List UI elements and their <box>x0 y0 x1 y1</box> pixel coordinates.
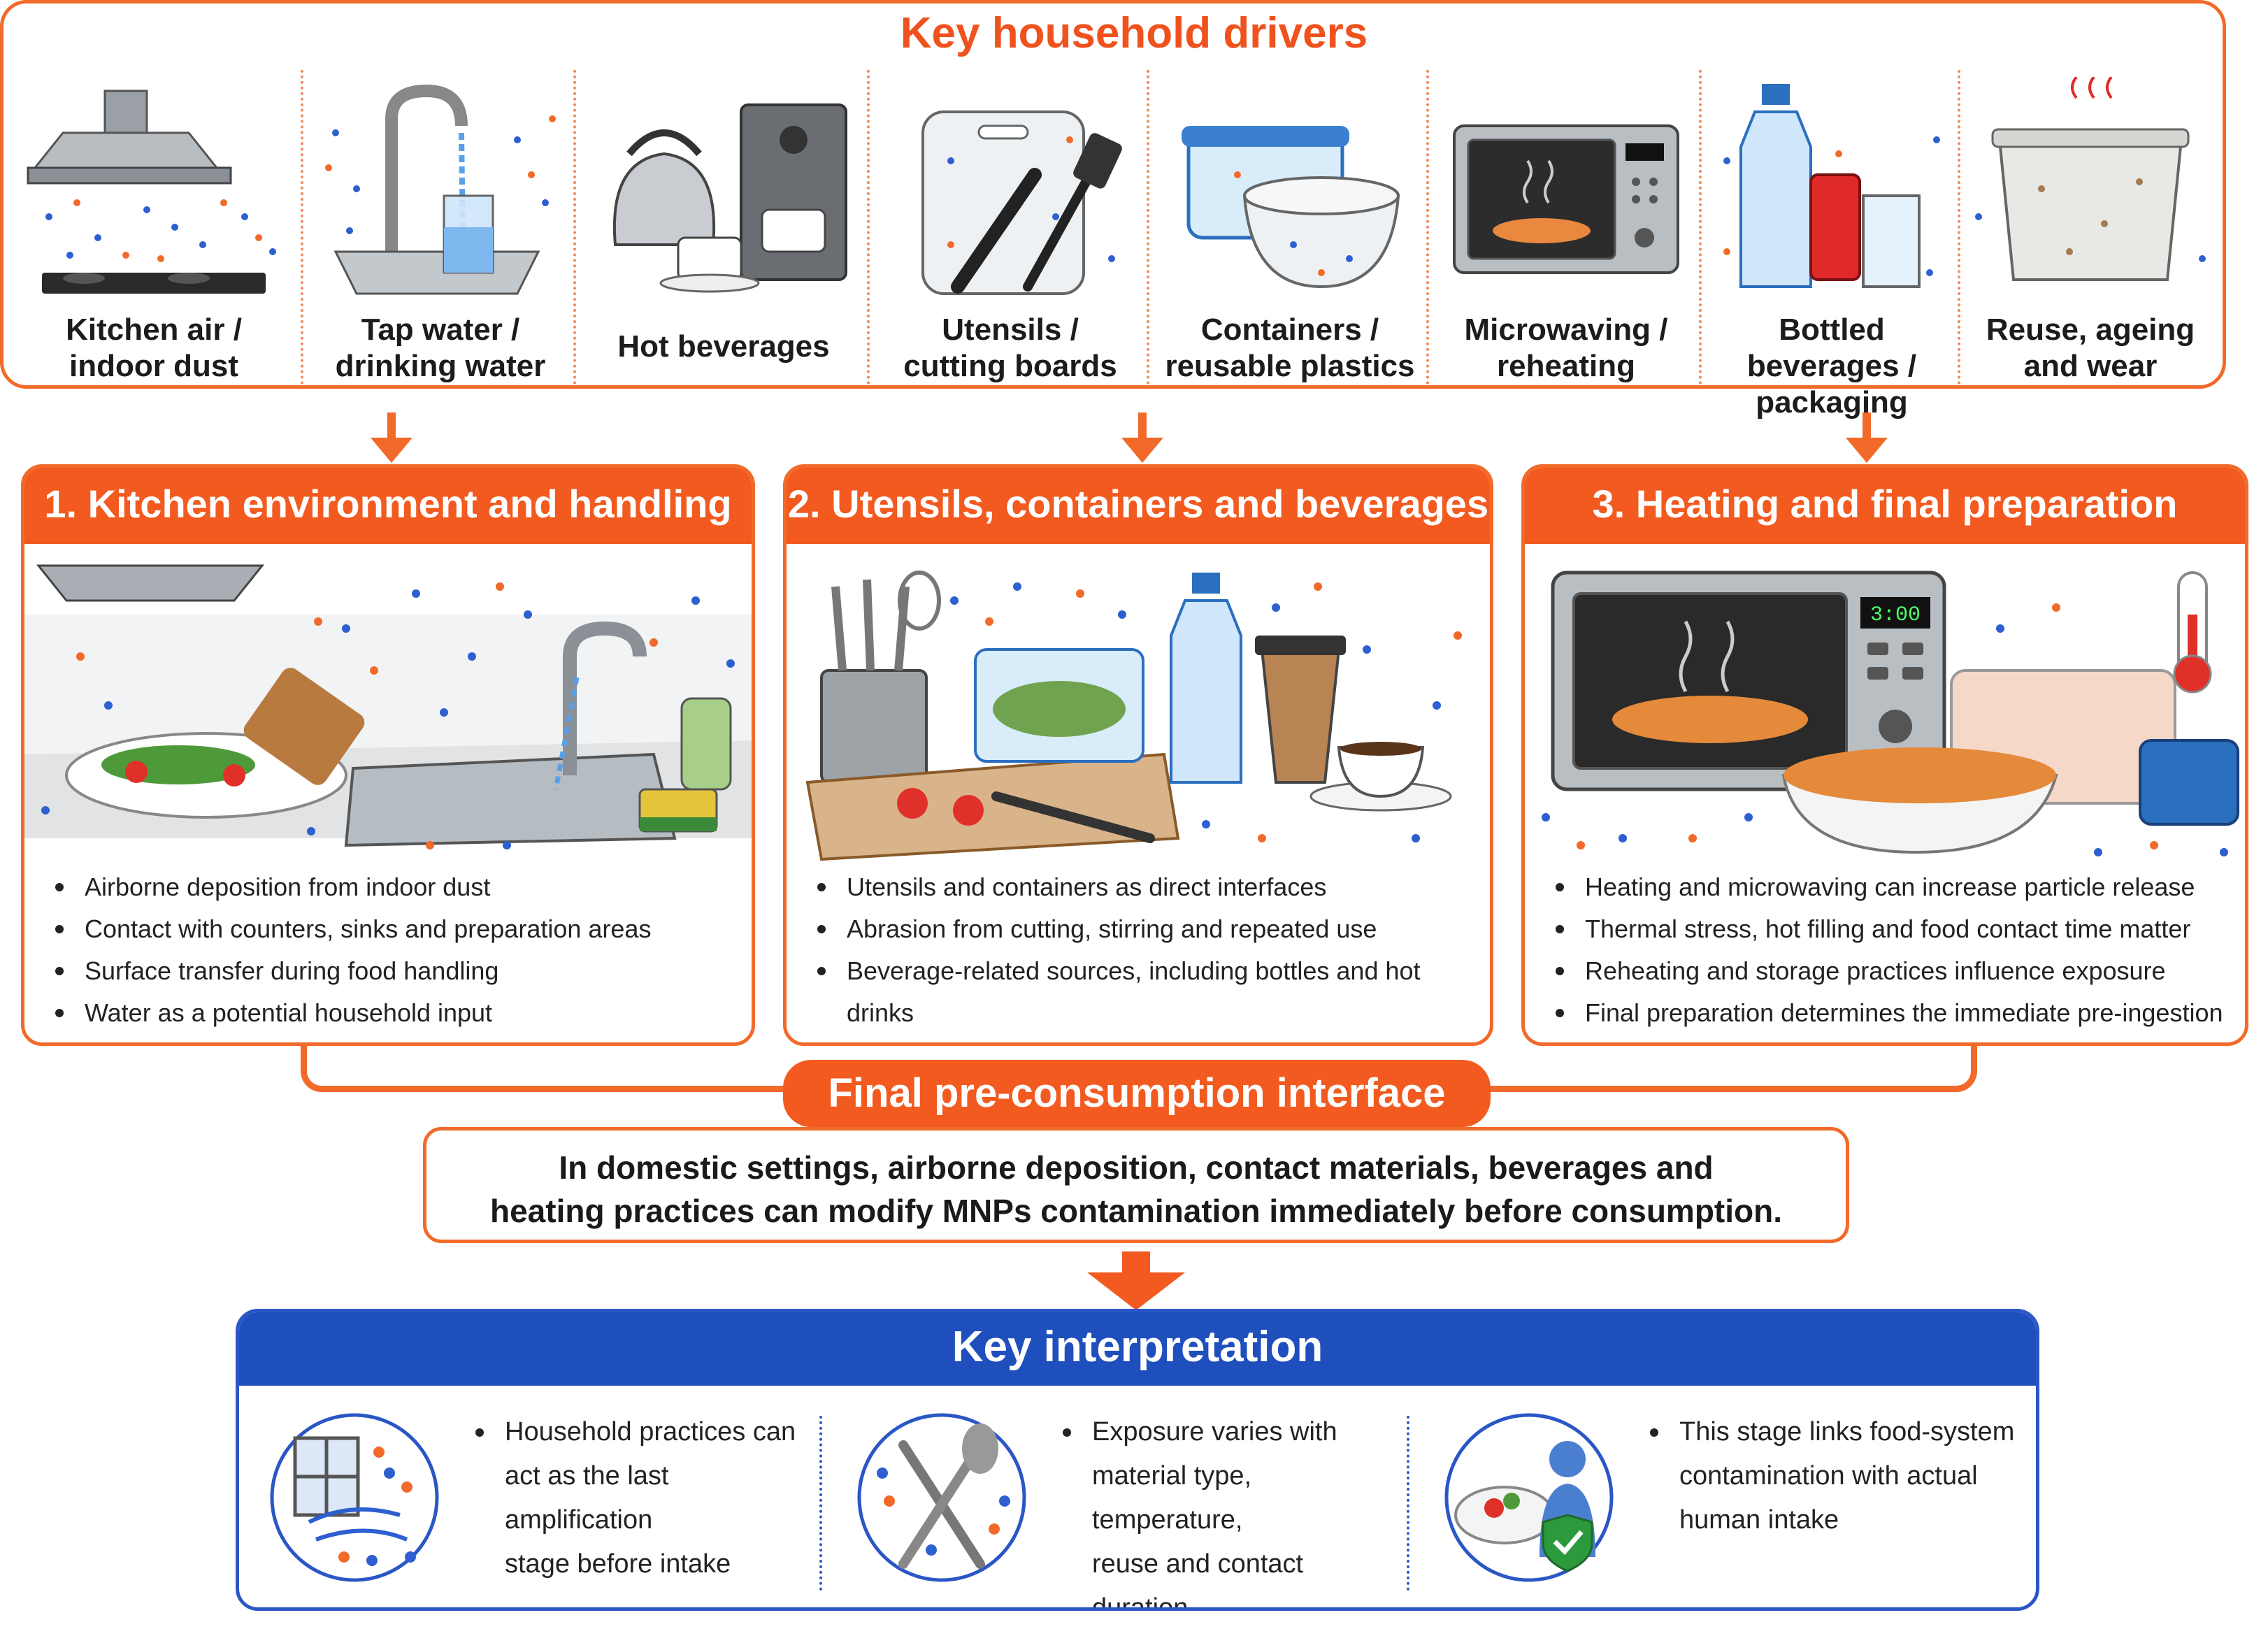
drivers-title: Key household drivers <box>900 9 1368 57</box>
heating-scene-icon: 3:00 <box>1542 570 2239 856</box>
key-household-drivers-panel: Key household drivers Kitchen air /indoo… <box>0 0 2226 419</box>
interpretation-bullets: This stage links food-system contaminatio… <box>1644 1410 2014 1542</box>
driver-hot-beverages: Hot beverages <box>580 77 867 385</box>
divider <box>1699 70 1702 385</box>
arrow-down-icon <box>1087 1251 1185 1310</box>
bullet: Surface transfer during food handling <box>50 950 738 992</box>
driver-label: reusable plastics <box>1165 349 1415 383</box>
bullet: Airborne deposition from indoor dust <box>50 866 738 908</box>
bullet: Abrasion from cutting, stirring and repe… <box>812 908 1476 950</box>
stage-kitchen-environment: 1. Kitchen environment and handling Airb… <box>21 464 755 1046</box>
driver-label: Utensils / <box>942 313 1079 347</box>
stage-bullets: Heating and microwaving can increase par… <box>1550 866 2231 1042</box>
bullet-line: act as the last amplification <box>505 1461 669 1535</box>
divider <box>1147 70 1149 385</box>
driver-microwaving: Microwaving /reheating <box>1433 77 1699 385</box>
stage-utensils-containers: 2. Utensils, containers and beverages Ut… <box>783 464 1493 1046</box>
divider <box>819 1416 822 1591</box>
driver-label: Tap water / <box>361 313 520 347</box>
range-hood-icon <box>27 89 276 294</box>
bullet-line: This stage links food-system <box>1679 1417 2015 1447</box>
driver-label: drinking water <box>335 349 546 383</box>
stage-title: 2. Utensils, containers and beverages <box>787 468 1490 544</box>
person-shield-icon <box>1444 1413 1614 1582</box>
microwave-display: 3:00 <box>1870 603 1921 627</box>
bullet-line: material type, temperature, <box>1092 1461 1252 1535</box>
driver-label: Bottled beverages / <box>1746 313 1917 383</box>
bullet: Water as a potential household input <box>50 992 738 1034</box>
final-interface-statement: In domestic settings, airborne depositio… <box>423 1127 1849 1243</box>
arrow-down-icon <box>1846 412 1888 463</box>
bullet-line: Exposure varies with <box>1092 1417 1337 1447</box>
bullet: Utensils and containers as direct interf… <box>812 866 1476 908</box>
window-dust-icon <box>270 1413 439 1582</box>
bullet: Material ageing and repeated washing as … <box>812 1034 1476 1042</box>
bottle-icon <box>1723 84 1940 288</box>
driver-label: reheating <box>1496 349 1636 383</box>
stage-title: 1. Kitchen environment and handling <box>24 468 752 544</box>
bullet-line: reuse and contact duration <box>1092 1549 1304 1611</box>
driver-label: Kitchen air / <box>66 313 242 347</box>
driver-containers: Containers /reusable plastics <box>1154 77 1426 385</box>
bullet-line: Household practices can <box>505 1417 796 1447</box>
arrow-down-icon <box>371 412 412 463</box>
arrow-down-icon <box>1121 412 1163 463</box>
interpretation-card: This stage links food-system contaminatio… <box>1442 1396 2029 1606</box>
statement-line: In domestic settings, airborne depositio… <box>559 1149 1714 1186</box>
bullet: Household practices can act as the last a… <box>470 1410 812 1586</box>
bullet: Heating and microwaving can increase par… <box>1550 866 2231 908</box>
driver-kitchen-air: Kitchen air /indoor dust <box>7 77 301 385</box>
driver-label: cutting boards <box>903 349 1117 383</box>
bullet: Thermal stress, hot filling and food con… <box>1550 908 2231 950</box>
divider <box>1958 70 1960 385</box>
interpretation-bullets: Household practices can act as the last a… <box>470 1410 812 1586</box>
divider <box>573 70 576 385</box>
fork-spoon-icon <box>857 1413 1026 1582</box>
stage-heating-preparation: 3. Heating and final preparation 3:00 He… <box>1521 464 2248 1046</box>
final-interface-label: Final pre-consumption interface <box>783 1060 1491 1127</box>
bullet: This stage links food-system contaminatio… <box>1644 1410 2014 1542</box>
bullet-line: contamination with actual <box>1679 1461 1978 1491</box>
stage-bullets: Airborne deposition from indoor dust Con… <box>50 866 738 1034</box>
bullet: Final preparation determines the immedia… <box>1550 992 2231 1042</box>
bullet: Exposure varies with material type, tempe… <box>1057 1410 1400 1611</box>
bullet-line: human intake <box>1679 1505 1839 1535</box>
key-interpretation-panel: Key interpretation Household practices c… <box>236 1309 2039 1611</box>
interpretation-card: Exposure varies with material type, tempe… <box>854 1396 1400 1607</box>
bullet-line: stage before intake <box>505 1549 731 1579</box>
divider <box>867 70 870 385</box>
container-icon <box>1182 126 1400 289</box>
microwave-icon <box>1453 124 1679 274</box>
driver-bottled: Bottled beverages /packaging <box>1706 77 1958 419</box>
stage-bullets: Utensils and containers as direct interf… <box>812 866 1476 1042</box>
driver-label: Reuse, ageing <box>1986 313 2195 347</box>
interpretation-card: Household practices can act as the last a… <box>267 1396 812 1606</box>
interpretation-title: Key interpretation <box>239 1312 2036 1386</box>
driver-label: Microwaving / <box>1464 313 1668 347</box>
statement-line: heating practices can modify MNPs contam… <box>489 1193 1783 1229</box>
driver-label: Hot beverages <box>617 329 830 364</box>
faucet-icon <box>325 84 556 295</box>
worn-container-icon <box>1975 77 2206 281</box>
driver-label: and wear <box>2023 349 2158 383</box>
cutting-board-icon <box>921 110 1122 295</box>
driver-label: packaging <box>1756 385 1908 419</box>
driver-utensils: Utensils /cutting boards <box>874 77 1147 385</box>
driver-tap-water: Tap water /drinking water <box>308 77 573 385</box>
kettle-coffee-icon <box>612 103 847 293</box>
bullet: Contact with counters, sinks and prepara… <box>50 908 738 950</box>
divider <box>301 70 303 385</box>
bullet: Reheating and storage practices influenc… <box>1550 950 2231 992</box>
divider <box>1426 70 1429 385</box>
utensils-scene-icon <box>805 570 1462 861</box>
bullet: Beverage-related sources, including bott… <box>812 950 1476 1034</box>
stage-title: 3. Heating and final preparation <box>1525 468 2245 544</box>
kitchen-scene-icon <box>24 564 752 849</box>
divider <box>1407 1416 1409 1591</box>
interpretation-bullets: Exposure varies with material type, tempe… <box>1057 1410 1400 1611</box>
driver-label: indoor dust <box>69 349 238 383</box>
driver-label: Containers / <box>1200 313 1379 347</box>
